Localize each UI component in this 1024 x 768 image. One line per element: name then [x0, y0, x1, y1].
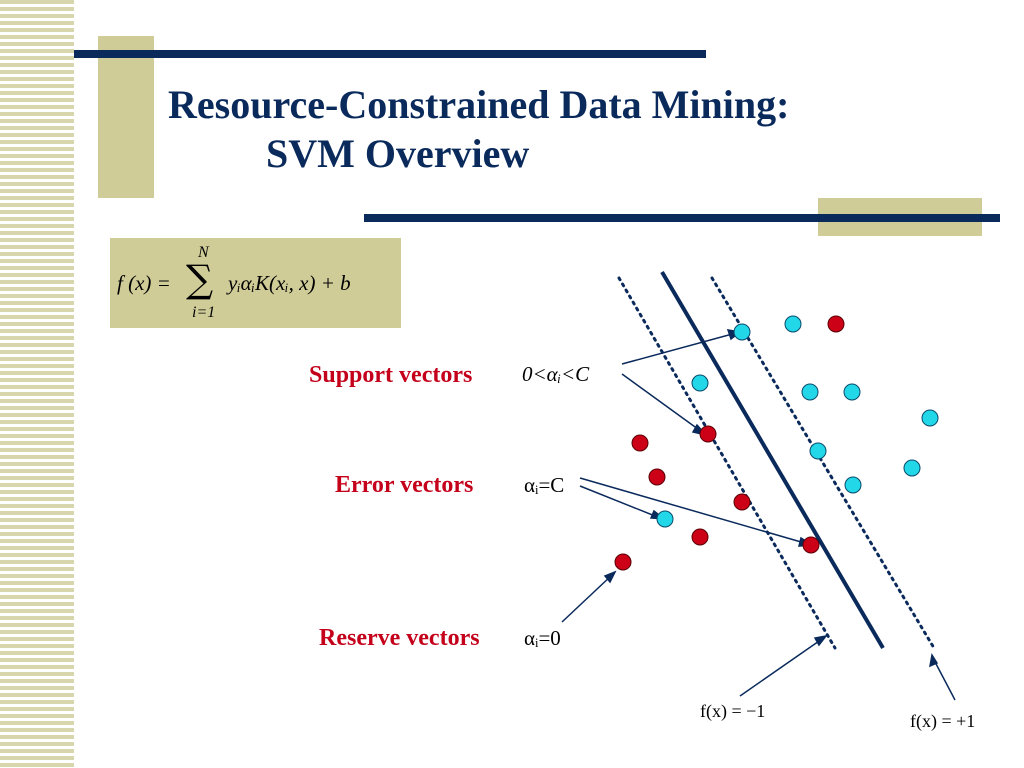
arrow-fx-plus — [933, 659, 956, 701]
positive-point — [809, 442, 827, 460]
positive-point — [733, 323, 751, 341]
top-accent-bar — [74, 50, 706, 58]
arrowhead-fx-minus — [813, 634, 828, 647]
positive-point — [801, 383, 819, 401]
title-line-1: Resource-Constrained Data Mining: — [168, 82, 790, 127]
sum-lower-limit: i=1 — [192, 304, 216, 321]
margin-line-plus — [710, 276, 936, 650]
error-vectors-label: Error vectors — [335, 472, 474, 498]
negative-point — [631, 434, 649, 452]
top-accent-block — [98, 36, 154, 198]
arrow-error-lower — [579, 485, 661, 519]
positive-point — [656, 510, 674, 528]
positive-point — [844, 476, 862, 494]
sum-icon: ∑ — [186, 257, 214, 301]
negative-point — [648, 468, 666, 486]
positive-point — [784, 315, 802, 333]
reserve-alpha-condition: αᵢ=0 — [524, 626, 561, 650]
margin-line-minus — [617, 276, 837, 650]
decision-boundary — [660, 270, 885, 650]
formula-lhs: f (x) = — [117, 271, 171, 295]
arrow-support-upper — [621, 332, 737, 365]
title-line-2: SVM Overview — [266, 131, 530, 176]
arrowhead-fx-plus — [929, 652, 939, 668]
arrowhead-reserve — [603, 570, 617, 584]
arrow-reserve — [561, 574, 613, 623]
positive-point — [691, 374, 709, 392]
support-vectors-label: Support vectors — [309, 362, 473, 388]
positive-point — [903, 459, 921, 477]
support-alpha-condition: 0<αᵢ<C — [522, 362, 590, 386]
negative-point — [733, 493, 751, 511]
reserve-vectors-label: Reserve vectors — [319, 625, 480, 651]
error-alpha-condition: αᵢ=C — [524, 473, 565, 497]
arrow-error-upper — [579, 477, 809, 545]
positive-point — [843, 383, 861, 401]
negative-point — [614, 553, 632, 571]
arrow-fx-minus — [739, 638, 823, 697]
formula-rhs: yᵢαᵢK(xᵢ, x) + b — [228, 271, 351, 295]
bottom-accent-bar — [364, 214, 1000, 222]
negative-point — [699, 425, 717, 443]
fx-plus-label: f(x) = +1 — [910, 711, 976, 731]
fx-minus-label: f(x) = −1 — [700, 701, 766, 721]
sum-upper-limit: N — [198, 244, 209, 261]
arrow-support-lower — [621, 373, 703, 433]
negative-point — [827, 315, 845, 333]
positive-point — [921, 409, 939, 427]
negative-point — [691, 528, 709, 546]
formula-box: f (x) = ∑ N i=1 yᵢαᵢK(xᵢ, x) + b — [110, 238, 401, 328]
decorative-stripes — [0, 0, 74, 768]
negative-point — [802, 536, 820, 554]
